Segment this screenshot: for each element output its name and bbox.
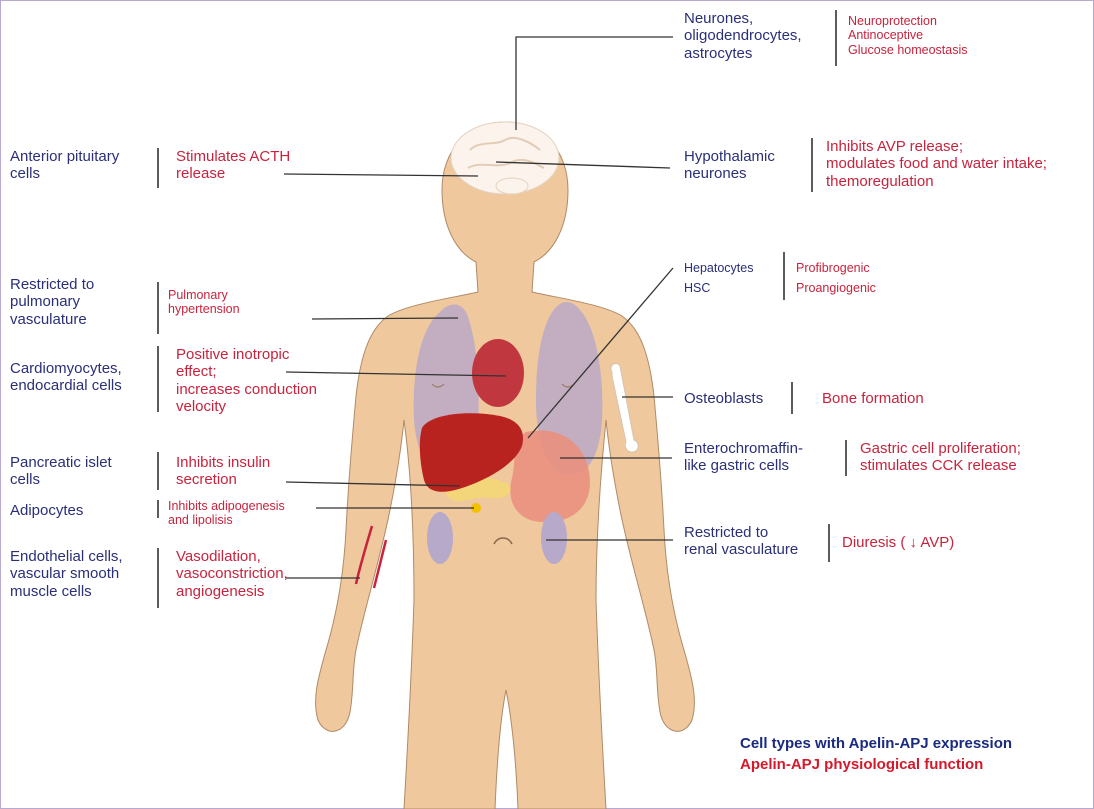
cell-type-osteoblasts: Osteoblasts [684, 390, 763, 407]
function-endothelial: Vasodilation, vasoconstriction, angiogen… [176, 548, 288, 600]
cell-type-pancreatic: Pancreatic islet cells [10, 454, 112, 489]
cell-type-adipocytes: Adipocytes [10, 502, 83, 519]
cell-type-hepatocytes: Hepatocytes HSC [684, 258, 753, 298]
function-pancreatic: Inhibits insulin secretion [176, 454, 270, 489]
cell-type-enterochromaffin: Enterochromaffin- like gastric cells [684, 440, 803, 475]
legend-cell-types: Cell types with Apelin-APJ expression [740, 734, 1012, 754]
function-hypothalamic: Inhibits AVP release; modulates food and… [826, 138, 1047, 190]
function-osteoblasts: Bone formation [822, 390, 924, 407]
function-neurones: Neuroprotection Antinoceptive Glucose ho… [848, 14, 968, 57]
cell-type-endothelial: Endothelial cells, vascular smooth muscl… [10, 548, 123, 600]
function-enterochromaffin: Gastric cell proliferation; stimulates C… [860, 440, 1021, 475]
cell-type-hypothalamic: Hypothalamic neurones [684, 148, 775, 183]
cell-type-renal: Restricted to renal vasculature [684, 524, 798, 559]
cell-type-pulmonary: Restricted to pulmonary vasculature [10, 276, 94, 328]
function-renal: Diuresis ( ↓ AVP) [842, 534, 954, 551]
cell-type-anterior-pituitary: Anterior pituitary cells [10, 148, 119, 183]
legend-function: Apelin-APJ physiological function [740, 755, 983, 775]
cell-type-neurones: Neurones, oligodendrocytes, astrocytes [684, 10, 802, 62]
function-pulmonary: Pulmonary hypertension [168, 288, 240, 317]
function-hepatocytes: Profibrogenic Proangiogenic [796, 258, 876, 298]
function-adipocytes: Inhibits adipogenesis and lipolisis [168, 500, 285, 528]
function-anterior-pituitary: Stimulates ACTH release [176, 148, 290, 183]
function-cardiomyocytes: Positive inotropic effect; increases con… [176, 346, 317, 415]
cell-type-cardiomyocytes: Cardiomyocytes, endocardial cells [10, 360, 122, 395]
